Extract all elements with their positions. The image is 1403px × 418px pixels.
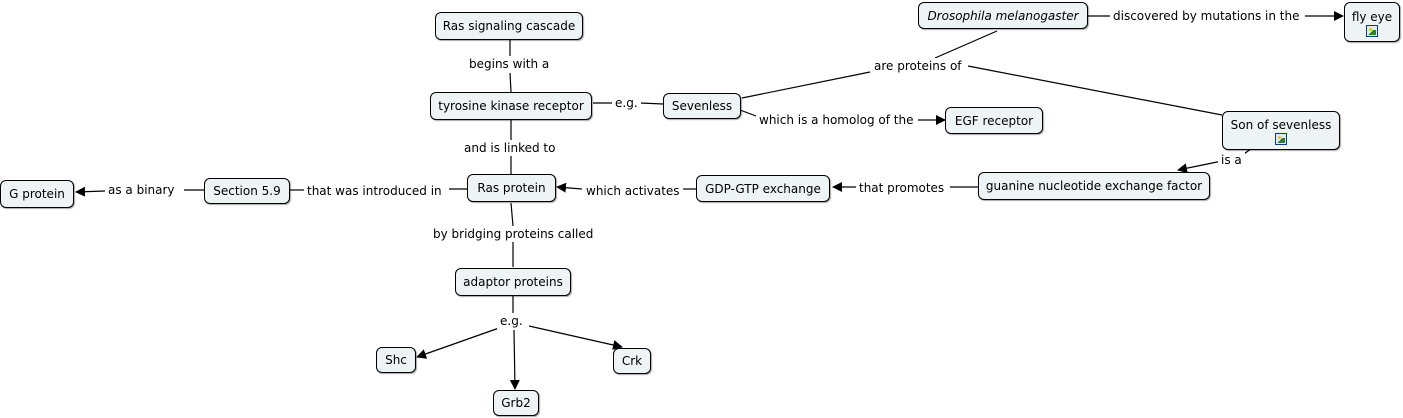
node-label: tyrosine kinase receptor (438, 99, 584, 113)
node-label: Shc (385, 353, 407, 367)
node-ras-protein[interactable]: Ras protein (467, 174, 556, 202)
link-introduced-in[interactable]: that was introduced in (304, 183, 445, 199)
node-label: G protein (9, 187, 65, 201)
node-adaptor-proteins[interactable]: adaptor proteins (455, 268, 571, 296)
node-shc[interactable]: Shc (376, 347, 416, 373)
edge-binary-to-gprotein (75, 186, 106, 197)
node-gdp-gtp-exchange[interactable]: GDP-GTP exchange (696, 175, 830, 202)
edge-ras-to-bridging (510, 202, 514, 227)
node-fly-eye[interactable]: fly eye (1344, 2, 1400, 42)
image-icon[interactable] (1275, 133, 1287, 145)
edge-label-to-tyrosine (509, 72, 512, 93)
link-as-a-binary[interactable]: as a binary (105, 182, 178, 198)
node-label: Grb2 (501, 396, 531, 410)
node-label: guanine nucleotide exchange factor (985, 179, 1203, 193)
node-label: Sevenless (671, 99, 733, 113)
node-son-of-sevenless[interactable]: Son of sevenless (1222, 111, 1340, 150)
node-label: Crk (621, 354, 643, 368)
node-label: Son of sevenless (1230, 118, 1332, 132)
node-label: Ras protein (477, 181, 546, 195)
node-crk[interactable]: Crk (613, 348, 651, 374)
node-label: EGF receptor (954, 113, 1034, 128)
edge-eg-to-crk (528, 325, 623, 350)
node-g-protein[interactable]: G protein (0, 180, 74, 208)
edge-eg-to-grb2 (509, 329, 520, 390)
edge-sevenless-to-homolog (739, 109, 757, 117)
node-drosophila-melanogaster[interactable]: Drosophila melanogaster (918, 2, 1088, 29)
edge-eg-to-sevenless (639, 102, 664, 105)
node-grb2[interactable]: Grb2 (493, 390, 539, 416)
link-homolog-of[interactable]: which is a homolog of the (756, 112, 917, 128)
link-bridging-proteins[interactable]: by bridging proteins called (430, 226, 597, 242)
node-label: adaptor proteins (463, 275, 563, 289)
link-is-a[interactable]: is a (1218, 152, 1245, 168)
edge-activates-to-ras (556, 182, 583, 193)
node-section-5-9[interactable]: Section 5.9 (204, 178, 290, 204)
link-eg-sevenless[interactable]: e.g. (612, 95, 641, 111)
link-promotes[interactable]: that promotes (856, 180, 948, 196)
edge-sos-to-proteins-of (967, 65, 1223, 116)
link-linked-to[interactable]: and is linked to (461, 140, 559, 156)
node-ras-signaling-cascade[interactable]: Ras signaling cascade (435, 12, 583, 40)
node-guanine-nucleotide-exchange-factor[interactable]: guanine nucleotide exchange factor (978, 172, 1210, 200)
node-egf-receptor[interactable]: EGF receptor (945, 107, 1043, 134)
node-label: Drosophila melanogaster (927, 8, 1079, 23)
node-sevenless[interactable]: Sevenless (663, 93, 741, 119)
node-label: fly eye (1351, 9, 1393, 24)
node-label: GDP-GTP exchange (705, 181, 821, 196)
node-label: Ras signaling cascade (442, 19, 576, 33)
node-label: Section 5.9 (213, 184, 281, 198)
image-icon[interactable] (1366, 24, 1378, 37)
edge-sevenless-to-proteins-of (741, 71, 871, 99)
link-discovered-by[interactable]: discovered by mutations in the (1110, 8, 1303, 24)
link-activates[interactable]: which activates (583, 183, 683, 199)
link-begins-with[interactable]: begins with a (466, 56, 553, 72)
edge-proteins-of-to-drosophila (934, 30, 998, 59)
link-are-proteins-of[interactable]: are proteins of (871, 58, 965, 74)
edge-eg-to-shc (416, 327, 500, 359)
edge-is-a-to-gnef (1177, 160, 1223, 174)
node-tyrosine-kinase-receptor[interactable]: tyrosine kinase receptor (430, 92, 592, 120)
link-eg-adaptor[interactable]: e.g. (497, 313, 526, 329)
